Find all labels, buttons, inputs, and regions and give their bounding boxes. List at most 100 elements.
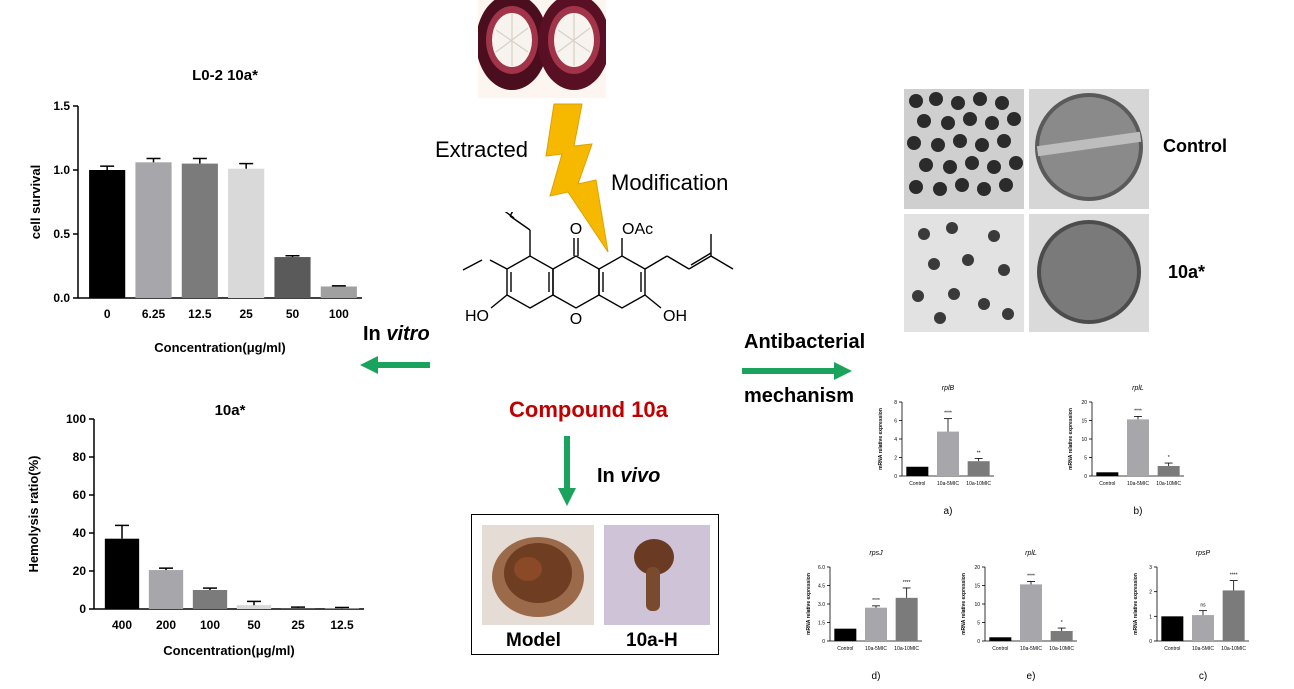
x-tick-label: 12.5 (188, 307, 212, 321)
bar (104, 538, 140, 609)
mangosteen-photo (478, 0, 606, 98)
bar (967, 461, 990, 476)
bar (865, 607, 887, 641)
lightning-icon (545, 103, 609, 253)
y-tick-label: 15 (1081, 419, 1087, 425)
oh-left-label: HO (465, 308, 489, 325)
qpcr-chart-d: rpsJ01.53.04.56.0Control****10a-5MIC****… (806, 550, 922, 682)
y-tick-label: 8 (894, 400, 897, 406)
y-tick-label: 10 (1081, 437, 1087, 443)
tem-treated-closeup (1029, 214, 1149, 332)
y-tick-label: 3 (1149, 565, 1152, 571)
chart-title: rpsJ (869, 550, 883, 557)
significance-label: **** (944, 411, 952, 417)
compound-structure: O OAc O HO OH (462, 212, 734, 328)
y-tick-label: 2 (894, 456, 897, 462)
y-tick-label: 0.0 (53, 291, 70, 305)
arrow-left-icon (360, 356, 430, 374)
y-tick-label: 0 (1084, 474, 1087, 480)
y-tick-label: 1.5 (53, 99, 70, 113)
modification-label: Modification (611, 170, 729, 195)
panel-label: b) (1134, 506, 1143, 517)
y-axis-label: mRNA relative expression (961, 573, 967, 635)
x-axis-label: Concentration(μg/ml) (163, 643, 294, 658)
extracted-label: Extracted (435, 137, 528, 162)
significance-label: **** (1134, 408, 1142, 414)
y-axis-label: mRNA relative expression (806, 573, 812, 635)
y-axis-label: mRNA relative expression (1068, 408, 1074, 470)
y-tick-label: 0.5 (53, 227, 70, 241)
bar (320, 286, 357, 298)
x-tick-label: Control (992, 646, 1008, 652)
y-tick-label: 0 (894, 474, 897, 480)
bar (148, 570, 184, 609)
y-tick-label: 20 (1081, 400, 1087, 406)
ring-o-label: O (570, 311, 582, 328)
bar (89, 170, 126, 298)
y-axis-label: cell survival (28, 165, 43, 239)
tem-treated-label: 10a* (1168, 262, 1206, 282)
y-axis-label: mRNA relative expression (1133, 573, 1139, 635)
compound-name: Compound 10a (509, 397, 668, 422)
chart-title: 10a* (215, 402, 246, 419)
tem-treated-overview (904, 214, 1024, 332)
bar (906, 466, 929, 476)
x-tick-label: 10a-5MIC (937, 481, 959, 487)
x-tick-label: 10a-10MIC (894, 646, 919, 652)
bar (989, 637, 1012, 641)
x-tick-label: 12.5 (330, 618, 354, 632)
treated-label: 10a-H (626, 630, 678, 651)
chart-title: rplB (942, 385, 955, 392)
tem-control-label: Control (1163, 136, 1227, 156)
y-tick-label: 60 (73, 488, 87, 502)
x-tick-label: 10a-5MIC (1020, 646, 1042, 652)
bar (181, 163, 218, 298)
chart-title: L0-2 10a* (192, 67, 258, 84)
mechanism-label: mechanism (744, 385, 855, 407)
tem-control-overview (904, 89, 1024, 209)
in-vivo-italic: vivo (620, 465, 661, 487)
y-tick-label: 3.0 (818, 602, 825, 608)
y-tick-label: 100 (66, 412, 86, 426)
x-tick-label: 100 (200, 618, 220, 632)
significance-label: ** (977, 450, 981, 456)
x-tick-label: 25 (239, 307, 253, 321)
y-axis-label: Hemolysis ratio(%) (26, 455, 41, 572)
in-vivo-prefix: In (597, 465, 621, 487)
treated-wound-photo (604, 525, 710, 625)
in-vitro-italic: vitro (386, 323, 430, 345)
y-tick-label: 0 (1149, 639, 1152, 645)
x-tick-label: 50 (286, 307, 300, 321)
oh-right-label: OH (663, 308, 687, 325)
in-vivo-panel: Model 10a-H (471, 514, 719, 655)
y-tick-label: 0 (822, 639, 825, 645)
antibacterial-label: Antibacterial (744, 331, 866, 353)
y-tick-label: 4.5 (818, 584, 825, 590)
bar (1161, 616, 1184, 641)
x-tick-label: Control (1164, 646, 1180, 652)
x-tick-label: 400 (112, 618, 132, 632)
panel-label: c) (1199, 671, 1207, 682)
y-axis-label: mRNA relative expression (878, 408, 884, 470)
panel-label: e) (1027, 671, 1036, 682)
y-tick-label: 15 (974, 584, 980, 590)
y-tick-label: 6.0 (818, 565, 825, 571)
y-tick-label: 20 (73, 564, 87, 578)
y-tick-label: 0 (977, 639, 980, 645)
bar (937, 431, 959, 476)
y-tick-label: 1 (1149, 614, 1152, 620)
carbonyl-o-label: O (570, 221, 582, 238)
model-wound-photo (482, 525, 594, 625)
qpcr-chart-c: rpsP0123Controlns10a-5MIC****10a-10MICmR… (1133, 550, 1249, 682)
chart-title: rplL (1132, 385, 1144, 392)
chart-title: rplL (1025, 550, 1037, 557)
tem-control-closeup (1029, 89, 1149, 209)
bar (228, 168, 265, 298)
x-tick-label: 10a-5MIC (1192, 646, 1214, 652)
y-tick-label: 0 (79, 602, 86, 616)
significance-label: **** (903, 580, 911, 586)
model-label: Model (506, 630, 561, 651)
x-tick-label: 10a-5MIC (865, 646, 887, 652)
